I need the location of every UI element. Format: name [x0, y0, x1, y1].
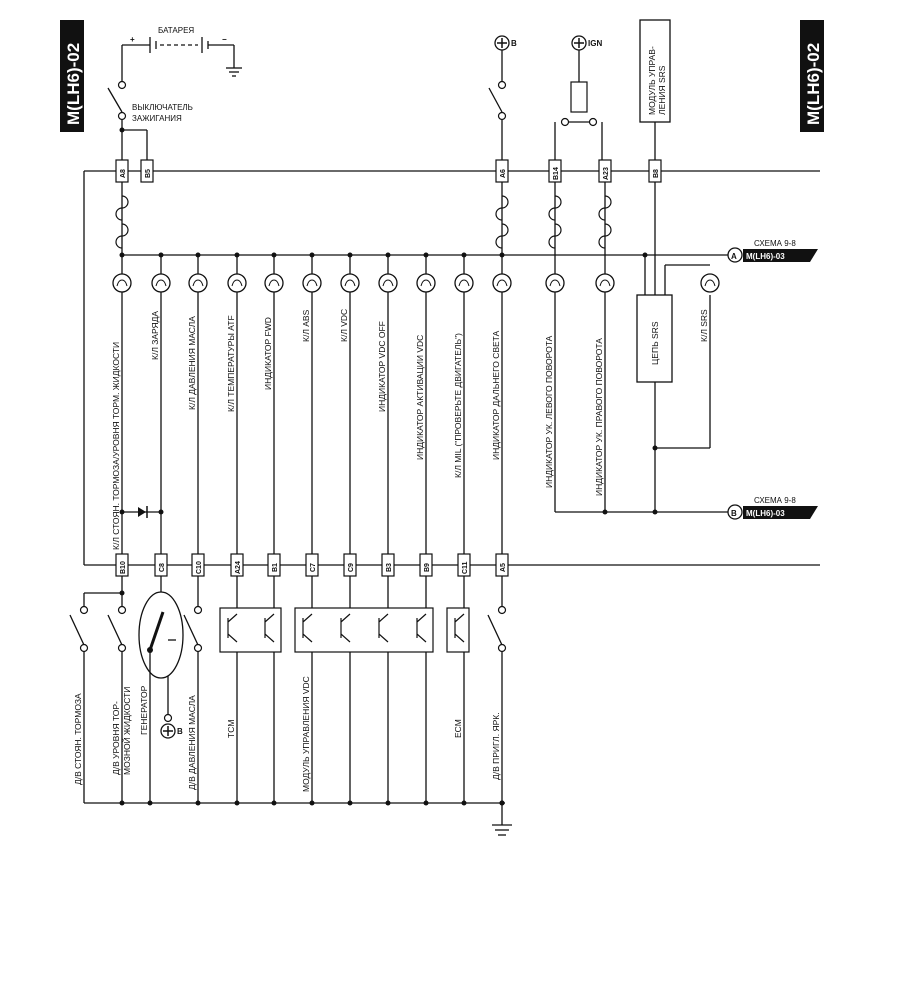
indicator-oil-label: К/Л ДАВЛЕНИЯ МАСЛА [187, 316, 197, 410]
pin-c9: C9 [348, 563, 355, 572]
power-b-label: B [511, 39, 517, 48]
generator-label: ГЕНЕРАТОР [139, 685, 149, 735]
brake-fluid-switch-label-2: МОЗНОЙ ЖИДКОСТИ [121, 687, 132, 775]
pin-a8: A8 [120, 169, 127, 178]
ref-b-scheme: СХЕМА 9-8 [754, 496, 796, 505]
pin-c8: C8 [159, 563, 166, 572]
page-tag-right: M(LH6)-02 [804, 43, 823, 125]
pin-b8: B8 [653, 169, 660, 178]
indicator-brake-fluid-label: К/Л СТОЯН. ТОРМОЗА/УРОВНЯ ТОРМ. ЖИДКОСТИ [111, 342, 121, 550]
indicator-mil-label: К/Л MIL ("ПРОВЕРЬТЕ ДВИГАТЕЛЬ") [453, 333, 463, 478]
pin-c7: C7 [310, 563, 317, 572]
srs-module-label-1: МОДУЛЬ УПРАВ- [647, 46, 657, 115]
pin-a5: A5 [500, 563, 507, 572]
indicator-vdc-label: К/Л VDC [339, 309, 349, 342]
pin-b14: B14 [553, 167, 560, 180]
indicator-vdc-active-label: ИНДИКАТОР АКТИВАЦИИ VDC [415, 335, 425, 460]
indicator-vdc-off-label: ИНДИКАТОР VDC OFF [377, 321, 387, 412]
indicator-abs-label: К/Л ABS [301, 309, 311, 342]
vdc-module-label: МОДУЛЬ УПРАВЛЕНИЯ VDC [301, 676, 311, 792]
indicator-atf-label: К/Л ТЕМПЕРАТУРЫ ATF [226, 315, 236, 412]
indicator-fwd-label: ИНДИКАТОР FWD [263, 317, 273, 390]
indicator-left-turn-label: ИНДИКАТОР УК. ЛЕВОГО ПОВОРОТА [544, 335, 554, 488]
srs-module-label-2: ЛЕНИЯ SRS [657, 65, 667, 115]
ref-a-scheme: СХЕМА 9-8 [754, 239, 796, 248]
tcm-label: TCM [226, 720, 236, 738]
indicator-right-turn-label: ИНДИКАТОР УК. ПРАВОГО ПОВОРОТА [594, 338, 604, 496]
indicator-charge-label: К/Л ЗАРЯДА [150, 311, 160, 360]
pin-c11: C11 [462, 561, 469, 574]
brake-fluid-switch-label-1: Д/В УРОВНЯ ТОР- [111, 701, 121, 775]
battery-plus: + [130, 35, 135, 44]
power-ign-label: IGN [588, 39, 602, 48]
pin-c10: C10 [196, 561, 203, 574]
dimmer-switch-label: Д/В ПРИГЛ. ЯРК. [491, 712, 501, 780]
pin-b1: B1 [272, 563, 279, 572]
indicator-srs-label: К/Л SRS [699, 309, 709, 342]
srs-circuit-label: ЦЕПЬ SRS [650, 321, 660, 365]
page-tag-left: M(LH6)-02 [64, 43, 83, 125]
pin-b3: B3 [386, 563, 393, 572]
ignition-switch-label-1: ВЫКЛЮЧАТЕЛЬ [132, 103, 193, 112]
generator-power-label: B [177, 727, 183, 736]
ecm-label: ECM [453, 719, 463, 738]
ignition-switch-label-2: ЗАЖИГАНИЯ [132, 114, 182, 123]
pin-a23: A23 [603, 167, 610, 180]
parking-brake-switch-label: Д/В СТОЯН. ТОРМОЗА [73, 693, 83, 785]
pin-b9: B9 [424, 563, 431, 572]
oil-pressure-switch-label: Д/В ДАВЛЕНИЯ МАСЛА [187, 695, 197, 790]
pin-a24: A24 [235, 561, 242, 574]
ref-a-letter: A [731, 252, 737, 261]
battery-minus: − [222, 35, 227, 44]
pin-a6: A6 [500, 169, 507, 178]
indicator-high-beam-label: ИНДИКАТОР ДАЛЬНЕГО СВЕТА [491, 330, 501, 460]
battery-label: БАТАРЕЯ [158, 26, 194, 35]
ref-b-code: M(LH6)-03 [746, 509, 785, 518]
ref-a-code: M(LH6)-03 [746, 252, 785, 261]
ref-b-letter: B [731, 509, 737, 518]
pin-b5: B5 [145, 169, 152, 178]
pin-b10: B10 [120, 561, 127, 574]
